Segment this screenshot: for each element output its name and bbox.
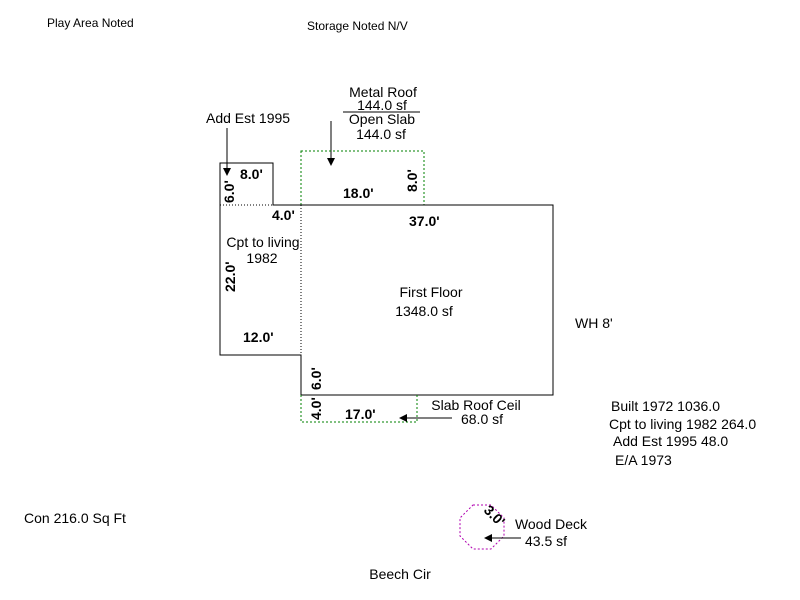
cpt-living-label: Cpt to living: [226, 234, 299, 250]
slab-roof-label: Slab Roof Ceil: [431, 397, 521, 413]
dim-slab-depth: 4.0': [308, 397, 324, 420]
slab-roof-sf: 68.0 sf: [461, 411, 503, 427]
dim-storage-width: 18.0': [343, 185, 374, 201]
dim-add-side: 6.0': [221, 180, 237, 203]
dim-step: 4.0': [272, 207, 295, 223]
dim-add-top: 8.0': [240, 166, 263, 182]
con-note: Con 216.0 Sq Ft: [24, 510, 126, 526]
cpt-living-year: 1982: [246, 250, 277, 266]
building-outline: [219, 162, 554, 396]
open-slab-label: Open Slab: [349, 111, 415, 127]
street-label: Beech Cir: [369, 566, 431, 582]
summary-line-3: Add Est 1995 48.0: [613, 433, 728, 449]
summary-line-1: Built 1972 1036.0: [611, 398, 720, 414]
wood-deck-outline: [459, 504, 505, 550]
add-est-label: Add Est 1995: [206, 110, 290, 126]
dim-main-width: 37.0': [409, 213, 440, 229]
summary-line-2: Cpt to living 1982 264.0: [609, 416, 756, 432]
wood-deck-label: Wood Deck: [515, 516, 588, 532]
dim-slab-side: 6.0': [308, 367, 324, 390]
open-slab-sf: 144.0 sf: [356, 126, 406, 142]
dim-slab-width: 17.0': [345, 406, 376, 422]
play-area-note: Play Area Noted: [47, 16, 134, 30]
storage-note: Storage Noted N/V: [307, 19, 408, 33]
storage-outline: [300, 150, 425, 206]
dim-storage-depth: 8.0': [404, 169, 420, 192]
wh-note: WH 8': [575, 315, 613, 331]
dim-deck: 3.0': [481, 502, 508, 529]
summary-line-4: E/A 1973: [615, 452, 672, 468]
dim-left-height: 22.0': [222, 261, 238, 292]
metal-roof-label: Metal Roof: [349, 84, 417, 100]
first-floor-sf: 1348.0 sf: [395, 303, 453, 319]
first-floor-label: First Floor: [400, 284, 463, 300]
wood-deck-sf: 43.5 sf: [525, 533, 567, 549]
slab-roof-outline: [300, 395, 418, 423]
dim-left-bottom: 12.0': [243, 329, 274, 345]
metal-roof-sf: 144.0 sf: [357, 97, 407, 113]
